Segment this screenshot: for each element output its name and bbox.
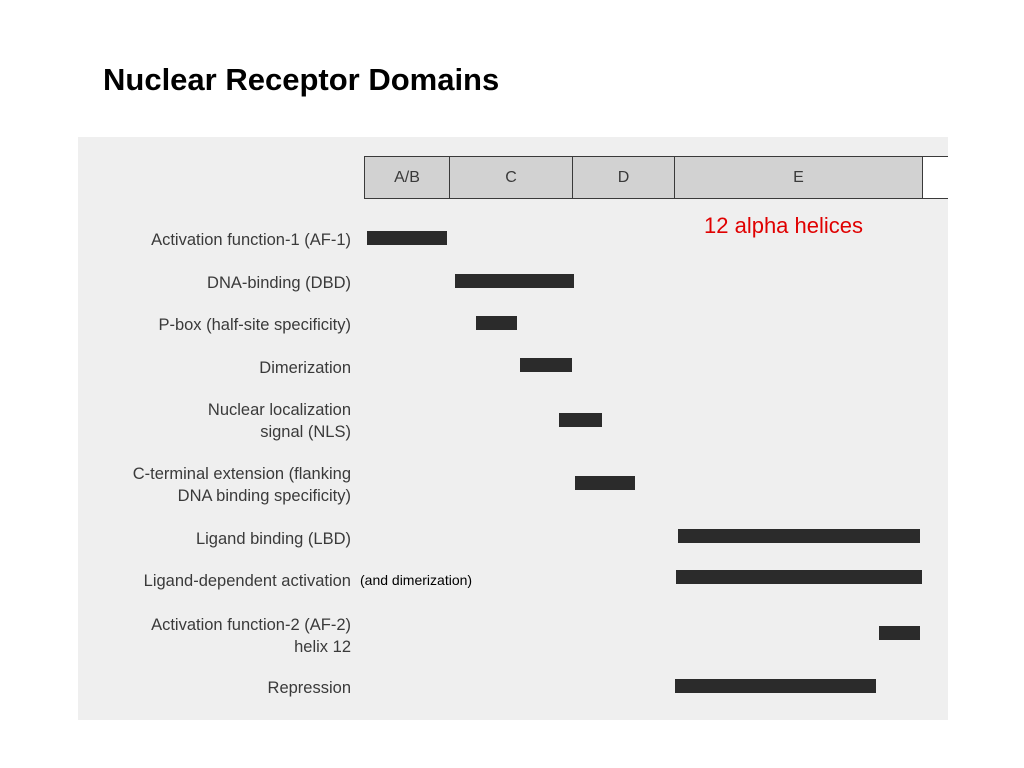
domain-c: C <box>450 157 573 198</box>
dimerization-annotation: (and dimerization) <box>360 572 473 588</box>
bar-c-terminal-extension <box>575 476 635 490</box>
label-af2: Activation function-2 (AF-2) helix 12 <box>151 616 351 656</box>
label-c-terminal-extension: C-terminal extension (flanking DNA bindi… <box>132 465 351 505</box>
domain-diagram: A/B C D E Activation function-1 (AF-1) D… <box>78 137 949 720</box>
bar-lbd <box>678 529 920 543</box>
domain-ab: A/B <box>365 157 450 198</box>
domain-d: D <box>573 157 675 198</box>
alpha-helices-callout: 12 alpha helices <box>704 213 864 238</box>
bar-af1 <box>367 231 447 245</box>
domain-e: E <box>675 157 923 198</box>
domain-bar: A/B C D E <box>364 156 949 199</box>
bar-nls <box>559 413 602 427</box>
label-lbd: Ligand binding (LBD) <box>195 530 351 548</box>
bar-ligand-dependent-activation <box>676 570 922 584</box>
bar-repression <box>675 679 876 693</box>
label-p-box: P-box (half-site specificity) <box>158 316 351 334</box>
bar-p-box <box>476 316 517 330</box>
domain-f-stub <box>923 157 949 198</box>
label-nls: Nuclear localization signal (NLS) <box>207 401 351 441</box>
label-repression: Repression <box>267 679 351 697</box>
label-ligand-dependent-activation: Ligand-dependent activation <box>143 572 351 590</box>
label-af1: Activation function-1 (AF-1) <box>151 231 351 249</box>
bar-dbd <box>455 274 574 288</box>
bar-af2 <box>879 626 920 640</box>
slide-title: Nuclear Receptor Domains <box>103 62 500 97</box>
bar-dimerization <box>520 358 572 372</box>
label-dimerization: Dimerization <box>259 359 351 377</box>
label-dbd: DNA-binding (DBD) <box>207 274 351 292</box>
